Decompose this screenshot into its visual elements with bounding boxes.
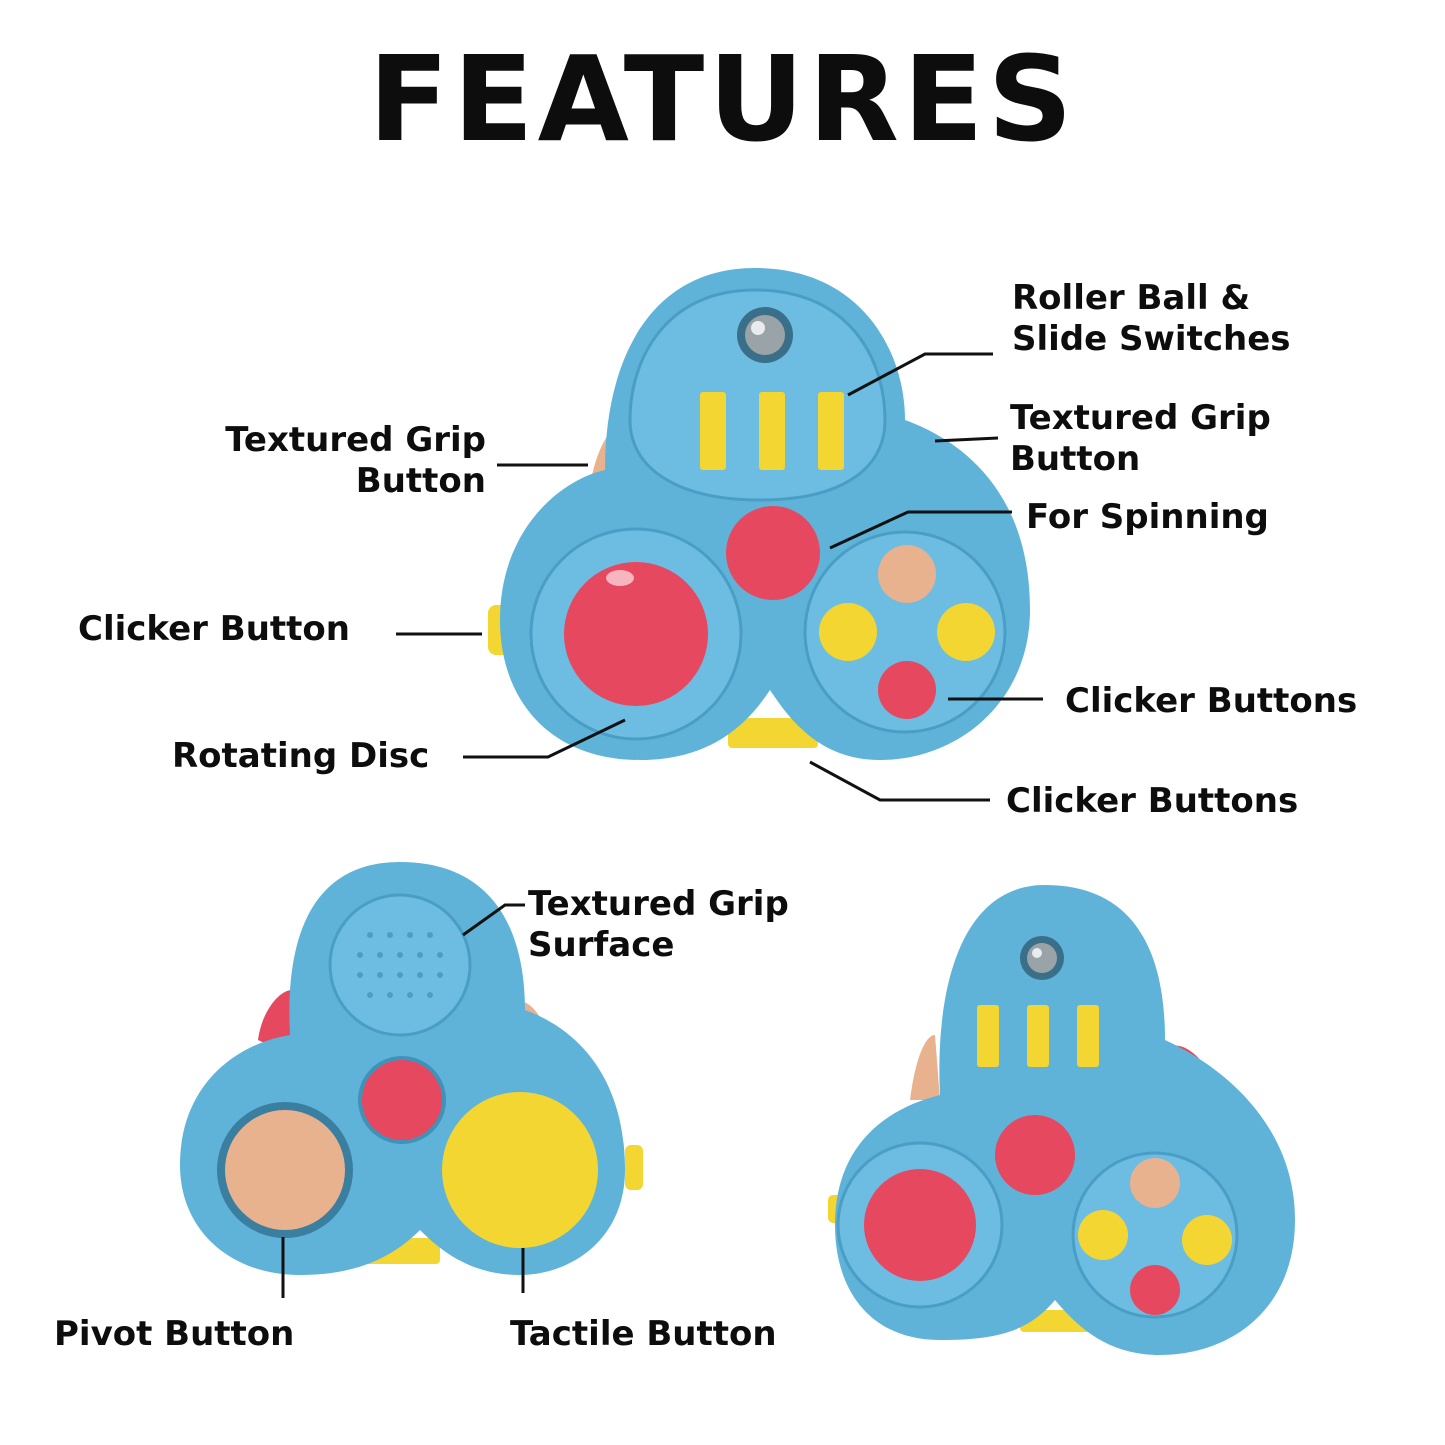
label-tactile-button: Tactile Button — [510, 1314, 777, 1354]
fidget-pad-back-icon — [180, 862, 643, 1275]
label-grip-right: Textured Grip Button — [1010, 398, 1271, 479]
label-clicker-buttons-1: Clicker Buttons — [1065, 681, 1358, 721]
label-grip-surface: Textured Grip Surface — [528, 884, 789, 965]
label-spinning: For Spinning — [1026, 497, 1269, 537]
label-clicker-button: Clicker Button — [78, 609, 350, 649]
label-pivot-button: Pivot Button — [54, 1314, 295, 1354]
label-grip-left: Textured Grip Button — [225, 420, 486, 501]
fidget-pad-angled-icon — [828, 885, 1295, 1355]
page-title: FEATURES — [368, 30, 1077, 168]
label-roller-ball: Roller Ball & Slide Switches — [1012, 278, 1291, 359]
fidget-pad-front-icon — [488, 268, 1030, 760]
label-clicker-buttons-2: Clicker Buttons — [1006, 781, 1299, 821]
label-rotating-disc: Rotating Disc — [172, 736, 430, 776]
